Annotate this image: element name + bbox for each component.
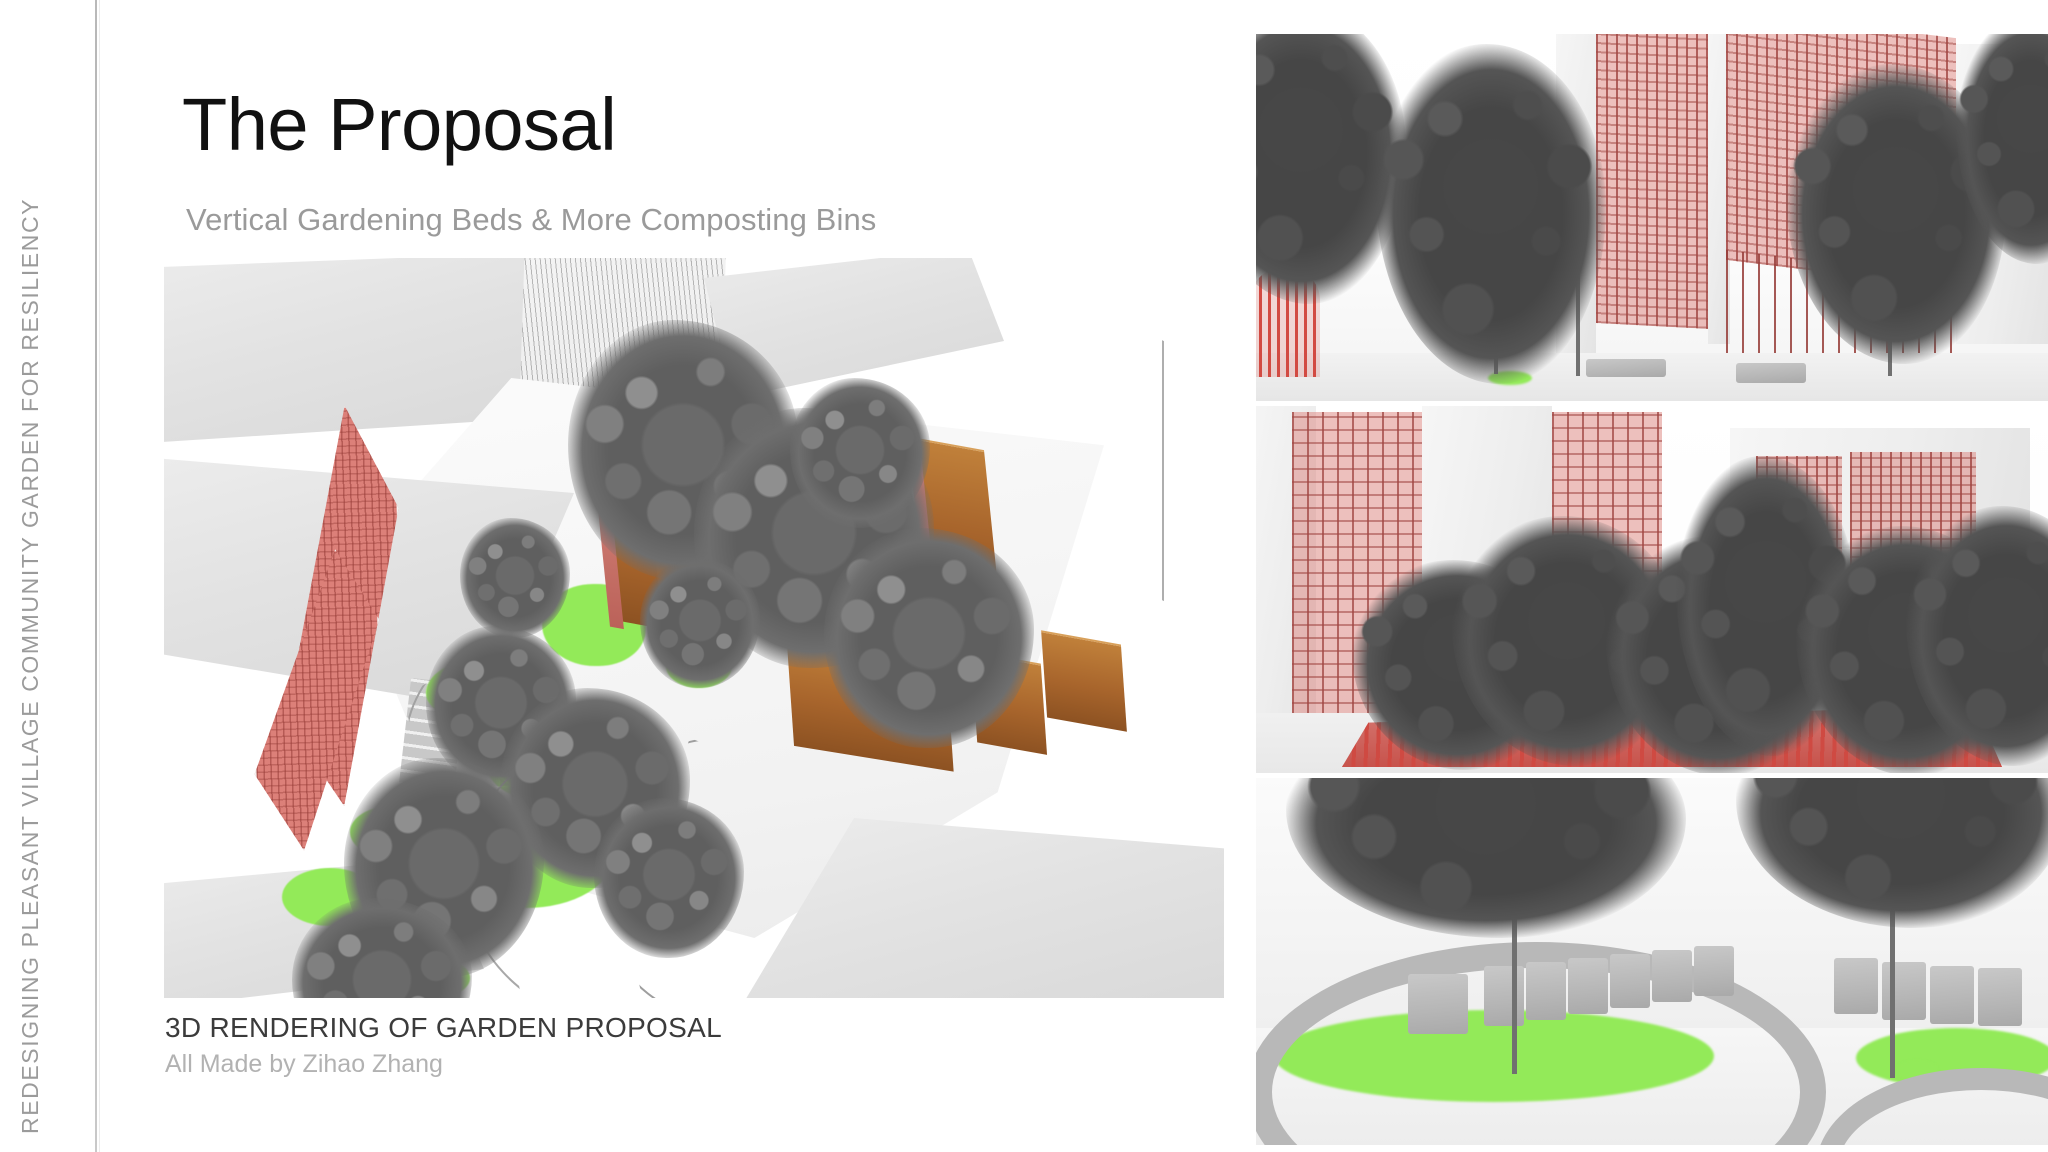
tree-canopy-4 — [460, 518, 570, 638]
photo-composting-bins-along-curved-path — [1256, 778, 2048, 1145]
tree-canopy-8 — [594, 798, 744, 958]
page-title: The Proposal — [182, 83, 617, 166]
render-caption-title: 3D RENDERING OF GARDEN PROPOSAL — [165, 1012, 722, 1043]
main-rendering-image — [164, 258, 1224, 998]
photo1-bench-2 — [1736, 363, 1806, 383]
composting-bin-row-7 — [1041, 630, 1127, 732]
rail-divider-line — [95, 0, 97, 1152]
photo3-trunk-right — [1890, 878, 1895, 1078]
photo1-building-mid — [1708, 34, 1730, 344]
photo3-compost-bin-2 — [1484, 966, 1524, 1026]
photo3-compost-bin-5 — [1610, 954, 1650, 1008]
page-subtitle: Vertical Gardening Beds & More Compostin… — [186, 202, 877, 237]
photo3-compost-bin-11 — [1978, 968, 2022, 1026]
photo3-compost-bin-4 — [1568, 958, 1608, 1014]
photo3-compost-bin-10 — [1930, 966, 1974, 1024]
photo3-compost-bin-8 — [1834, 958, 1878, 1014]
photo3-compost-bin-1 — [1408, 974, 1468, 1034]
render-caption-credit: All Made by Zihao Zhang — [165, 1050, 443, 1078]
photo3-compost-bin-3 — [1526, 962, 1566, 1020]
tree-canopy-10 — [640, 558, 760, 688]
photo-vertical-beds-with-tree-canopy — [1256, 406, 2048, 773]
vertical-project-title: REDESIGNING PLEASANT VILLAGE COMMUNITY G… — [16, 197, 43, 1134]
photo-vertical-gardening-bed-street-view — [1256, 34, 2048, 401]
photo3-compost-bin-6 — [1652, 950, 1692, 1002]
photo1-tree-center — [1376, 44, 1606, 384]
tree-canopy-3 — [824, 528, 1034, 748]
photo3-trunk-left — [1512, 874, 1517, 1074]
photo3-compost-bin-9 — [1882, 962, 1926, 1020]
photo3-compost-bin-7 — [1694, 946, 1734, 996]
rail-divider-line-secondary — [99, 0, 100, 1152]
photo1-bench-1 — [1586, 359, 1666, 377]
tree-canopy-11 — [790, 378, 930, 528]
photo1-vertical-bed-left — [1596, 34, 1711, 330]
